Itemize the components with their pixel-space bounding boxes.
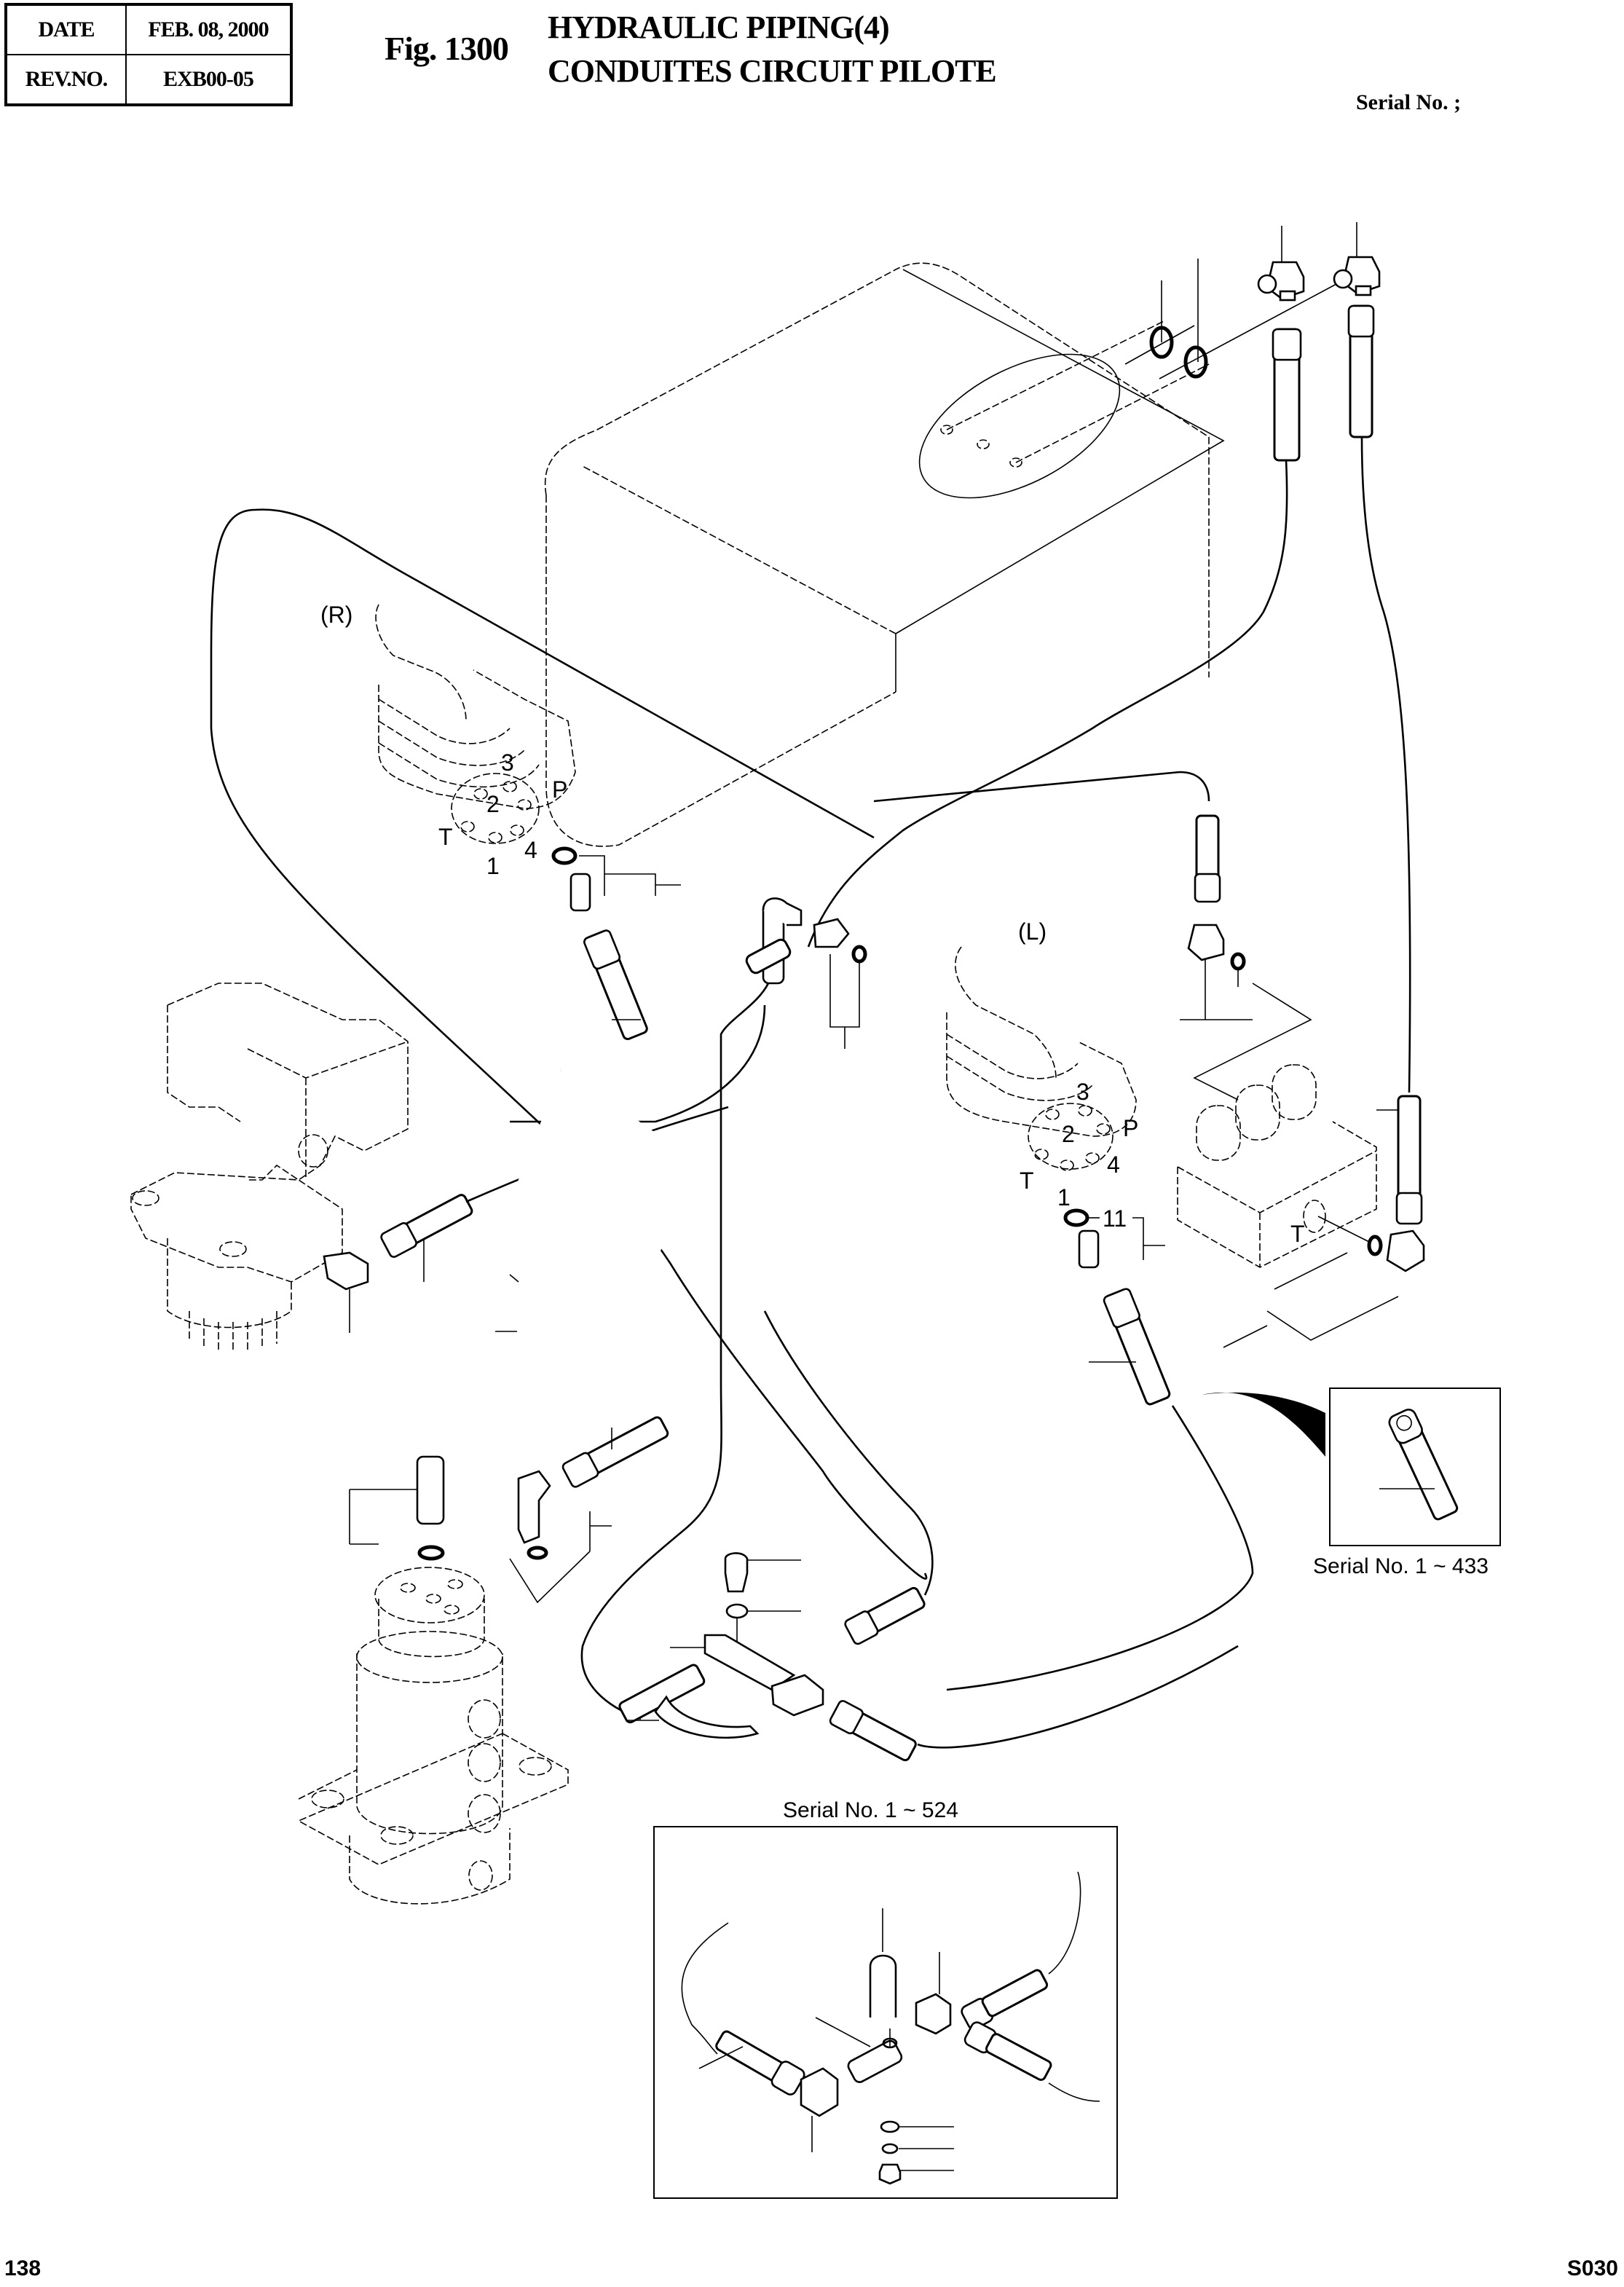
elbow-fitting-icon [800,2067,839,2117]
pilot-hose-loop [254,508,875,839]
o-ring-icon [1367,1235,1383,1256]
bent-hose-end-icon [654,1695,760,1739]
title-english: HYDRAULIC PIPING(4) [548,9,890,45]
lock-washer-icon [725,1603,749,1619]
bracket-tee-assembly [618,1310,1239,1762]
steel-pipe [349,1068,682,1604]
inset-tee-caption: Serial No. 1 ~ 524 [783,1798,958,1822]
lock-washer-icon [881,2143,899,2154]
inset-hose: Serial No. 1 ~ 433 [1202,1387,1501,1578]
revision-block: DATE FEB. 08, 2000 REV.NO. EXB00-05 [4,3,293,106]
remote-control-valve-left: (L) 3 2 P T 4 1 11 [946,918,1254,1691]
port-1-label: 1 [1057,1184,1071,1211]
port-1-label: 1 [486,853,500,879]
elbow-fitting-icon [1333,256,1381,296]
rev-label: REV.NO. [5,54,127,106]
section-code: S030 [1566,2256,1618,2280]
hose-end-icon [1347,304,1375,438]
bolt-icon [724,1552,749,1593]
valve-supply-fittings [873,771,1312,1101]
o-ring-icon [417,1545,445,1561]
figure-title: HYDRAULIC PIPING(4) CONDUITES CIRCUIT PI… [548,6,997,93]
elbow-fitting-icon [1386,1229,1425,1272]
o-ring-icon [527,1546,548,1560]
hydraulic-tank [544,262,1225,847]
hose-end-icon [380,1194,473,1259]
port-3-label: 3 [1076,1079,1089,1105]
date-value: FEB. 08, 2000 [125,4,292,55]
o-ring-icon [851,945,867,964]
hose-end-icon [844,1586,926,1645]
hose-end-icon [561,1416,669,1488]
center-tee-fittings [510,897,867,1720]
tank-port-label: T [1290,1221,1305,1247]
straight-adapter-icon [416,1455,445,1525]
washer-icon [882,2037,898,2049]
hose-end-icon [1395,1095,1423,1225]
hose-end-icon [1388,1409,1459,1521]
hose-end-icon [963,2021,1052,2082]
inset-hose-caption: Serial No. 1 ~ 433 [1313,1554,1489,1578]
hose-end-icon [961,1969,1049,2030]
flat-washer-icon [880,2120,900,2133]
nut-icon [878,2163,902,2185]
o-ring-icon [1063,1208,1089,1227]
inset-frame [653,1826,1118,2199]
hose-end-icon [715,2030,805,2095]
adapter-fitting-icon [569,873,591,912]
o-ring-icon [551,846,578,865]
port-t-label: T [1020,1168,1034,1194]
rcv-left-label: (L) [1018,918,1046,945]
hose-end-icon [1103,1288,1171,1406]
tee-fitting-icon [770,1674,824,1717]
hose-end-icon [1272,328,1302,462]
port-p-label: P [552,776,567,803]
tank-return-fittings [807,222,1411,1093]
tee-fitting-icon [915,1993,952,2035]
bracket-plate-icon [703,1634,796,1691]
union-fitting-icon [847,2039,903,2083]
rev-value: EXB00-05 [125,54,292,106]
port-3-label: 3 [501,749,514,776]
pilot-hose-loop [210,508,928,1580]
date-label: DATE [5,4,127,55]
adapter-fitting-icon [1078,1229,1100,1269]
swivel-joint [297,1567,569,1905]
page-number: 138 [4,2256,42,2280]
figure-number: Fig. 1300 [385,30,509,67]
tee-fitting-icon [813,918,850,948]
elbow-fitting-icon [517,1470,551,1544]
port-2-label: 2 [1062,1121,1075,1147]
o-ring-icon [1183,345,1208,379]
u-bolt-icon [869,1954,897,2018]
remote-control-valve-right: (R) 3 2 P T 4 1 [320,602,681,1041]
port-t-label: T [438,824,453,850]
elbow-fitting-icon [323,1251,369,1291]
port-4-label: 4 [1107,1152,1120,1178]
port-p-label: P [1123,1115,1138,1141]
callout-pointer-icon [1202,1392,1325,1457]
port-4-label: 4 [524,837,537,863]
port-2-label: 2 [486,791,500,817]
o-ring-icon [1230,952,1246,971]
hose-end-icon [829,1700,917,1762]
rcv-right-label: (R) [320,602,352,628]
elbow-fitting-icon [1187,924,1225,961]
hose-end-icon [583,929,648,1041]
solenoid-valve-block: T [1177,1064,1425,1348]
item-11-label: 11 [1103,1205,1127,1232]
title-french: CONDUITES CIRCUIT PILOTE [548,53,997,89]
elbow-fitting-icon [1257,261,1305,302]
inset-tee: Serial No. 1 ~ 524 [653,1798,1118,2199]
inset-frame [1329,1387,1501,1546]
serial-number-range: Serial No. ; [1356,90,1462,114]
